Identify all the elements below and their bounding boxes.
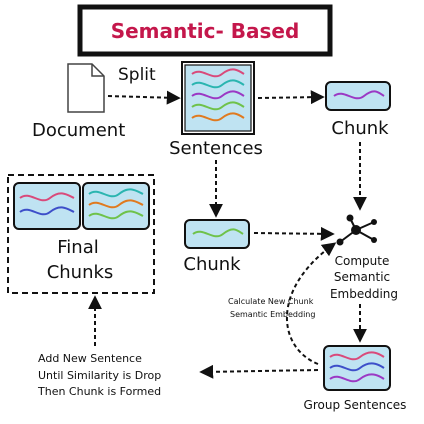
add-label-line1: Add New Sentence <box>38 352 142 365</box>
title-box: Semantic- Based <box>77 4 333 57</box>
chunk-top-label: Chunk <box>331 118 389 139</box>
document-icon <box>67 63 105 113</box>
final-label-line2: Chunks <box>47 262 114 283</box>
split-label: Split <box>118 65 156 85</box>
group-sentences-box <box>323 345 391 391</box>
arrow-doc-to-sentences <box>107 90 181 105</box>
add-label-line2: Until Similarity is Drop <box>38 369 161 382</box>
sentences-label: Sentences <box>169 138 263 159</box>
group-sentences-label: Group Sentences <box>304 398 407 412</box>
flow-arrows <box>88 90 367 379</box>
final-label-line1: Final <box>57 237 98 258</box>
diagram-title: Semantic- Based <box>111 19 300 43</box>
sentences-box <box>181 61 255 135</box>
compute-label-line3: Embedding <box>330 287 398 301</box>
network-node-icon <box>336 214 377 246</box>
arrow-chunk-mid-to-network <box>253 226 335 241</box>
calc-label-line2: Semantic Embedding <box>230 310 315 319</box>
chunk-top-box <box>325 81 391 111</box>
add-label-line3: Then Chunk is Formed <box>37 385 161 398</box>
chunk-mid-label: Chunk <box>183 254 241 275</box>
arrow-sentences-to-chunk-top <box>257 90 325 105</box>
document-label: Document <box>32 120 125 141</box>
compute-label-line2: Semantic <box>334 270 390 284</box>
final-chunks-frame <box>7 174 155 294</box>
arrow-group-to-add <box>199 364 319 379</box>
arrow-group-to-network-curve <box>286 242 337 365</box>
calc-label-line1: Calculate New Chunk <box>228 297 314 306</box>
chunk-mid-box <box>184 219 250 249</box>
compute-label-line1: Compute <box>335 254 390 268</box>
